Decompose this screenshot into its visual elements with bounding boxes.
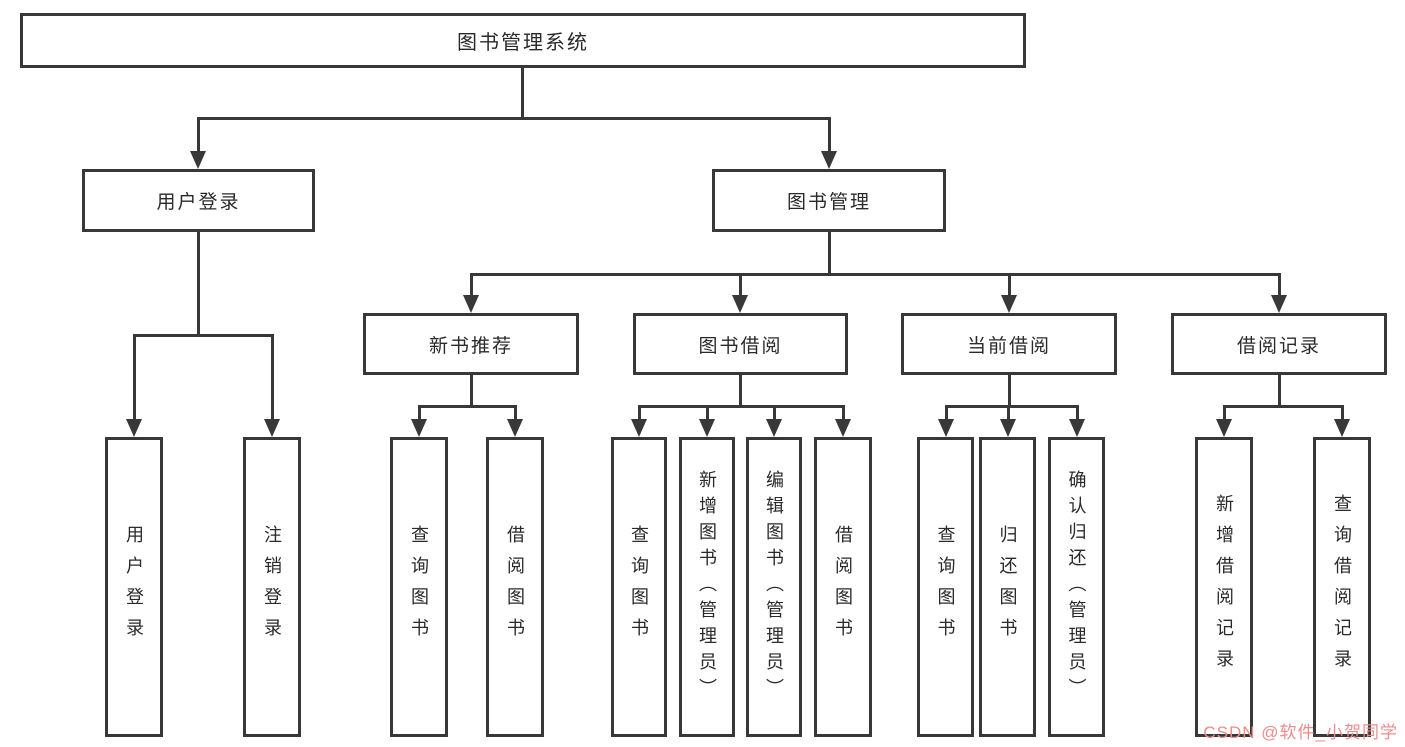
connector-drop-line: [469, 274, 473, 295]
arrow-down-icon: [126, 419, 142, 437]
connector-drop-line: [1006, 406, 1010, 419]
node-root: 图书管理系统: [20, 13, 1026, 68]
connector-drop-line: [841, 406, 845, 419]
node-current-borrow: 当前借阅: [901, 313, 1117, 375]
node-label: 图书借阅: [698, 335, 783, 357]
node-label: 图书管理: [786, 192, 871, 213]
connector-stub: [469, 375, 473, 408]
connector-drop-line: [944, 406, 948, 419]
connector-stub: [1277, 375, 1281, 408]
node-book-borrow: 图书借阅: [633, 313, 848, 375]
connector-drop-line: [772, 406, 776, 419]
node-cb-query-book: 查询图书: [917, 437, 974, 737]
node-rec-query-book: 查询图书: [390, 437, 448, 737]
connector-junction-line: [132, 333, 274, 337]
arrow-down-icon: [264, 419, 280, 437]
node-label: 归还图书: [997, 525, 1018, 649]
node-bb-add-book: 新增图书（管理员）: [679, 437, 735, 737]
connector-drop-line: [705, 406, 709, 419]
arrow-down-icon: [190, 151, 206, 169]
node-borrow-record: 借阅记录: [1171, 313, 1387, 375]
connector-drop-line: [1277, 274, 1281, 295]
arrow-down-icon: [1001, 295, 1017, 313]
node-label: 编辑图书（管理员）: [764, 470, 784, 704]
node-rec-borrow-book: 借阅图书: [486, 437, 544, 737]
connector-stub: [1007, 375, 1011, 408]
connector-stub: [738, 375, 742, 408]
arrow-down-icon: [1000, 419, 1016, 437]
connector-junction-line: [417, 404, 517, 408]
node-book-management: 图书管理: [712, 169, 946, 232]
connector-drop-line: [417, 406, 421, 419]
arrow-down-icon: [699, 419, 715, 437]
connector-stub: [196, 232, 200, 337]
node-label: 借阅记录: [1236, 335, 1321, 357]
arrow-down-icon: [1271, 295, 1287, 313]
node-cb-confirm-ret: 确认归还（管理员）: [1048, 437, 1105, 737]
connector-drop-line: [827, 118, 831, 151]
node-label: 新书推荐: [428, 335, 513, 357]
node-login-user: 用户登录: [105, 437, 163, 737]
arrow-down-icon: [821, 151, 837, 169]
connector-drop-line: [132, 335, 136, 419]
node-cb-return-book: 归还图书: [979, 437, 1036, 737]
node-label: 借阅图书: [505, 525, 525, 649]
node-label: 图书管理系统: [457, 32, 589, 54]
node-label: 查询图书: [935, 525, 956, 649]
node-logout-user: 注销登录: [243, 437, 301, 737]
connector-drop-line: [1075, 406, 1079, 419]
node-bb-borrow-book: 借阅图书: [814, 437, 872, 737]
node-bb-edit-book: 编辑图书（管理员）: [746, 437, 802, 737]
node-label: 查询图书: [409, 525, 429, 649]
arrow-down-icon: [507, 419, 523, 437]
node-label: 注销登录: [262, 525, 282, 649]
node-label: 当前借阅: [966, 335, 1051, 357]
node-label: 用户登录: [156, 192, 241, 213]
connector-drop-line: [1007, 274, 1011, 295]
arrow-down-icon: [766, 419, 782, 437]
arrow-down-icon: [835, 419, 851, 437]
arrow-down-icon: [732, 295, 748, 313]
arrow-down-icon: [1334, 419, 1350, 437]
node-new-book-rec: 新书推荐: [363, 313, 579, 375]
connector-junction-line: [469, 272, 1281, 276]
connector-stub: [827, 232, 831, 276]
node-label: 查询借阅记录: [1332, 494, 1352, 680]
node-br-add-record: 新增借阅记录: [1195, 437, 1253, 737]
connector-drop-line: [196, 118, 200, 151]
arrow-down-icon: [463, 295, 479, 313]
arrow-down-icon: [1069, 419, 1085, 437]
connector-drop-line: [637, 406, 641, 419]
node-br-query-record: 查询借阅记录: [1313, 437, 1371, 737]
connector-drop-line: [270, 335, 274, 419]
node-label: 确认归还（管理员）: [1066, 470, 1087, 704]
connector-drop-line: [738, 274, 742, 295]
connector-drop-line: [1222, 406, 1226, 419]
node-bb-query-book: 查询图书: [611, 437, 667, 737]
connector-drop-line: [513, 406, 517, 419]
connector-junction-line: [944, 404, 1079, 408]
node-label: 借阅图书: [833, 525, 853, 649]
arrow-down-icon: [631, 419, 647, 437]
arrow-down-icon: [938, 419, 954, 437]
node-user-login: 用户登录: [82, 169, 315, 232]
connector-junction-line: [1222, 404, 1344, 408]
node-label: 用户登录: [124, 525, 144, 649]
node-label: 新增借阅记录: [1214, 494, 1234, 680]
connector-junction-line: [637, 404, 845, 408]
node-label: 新增图书（管理员）: [697, 470, 717, 704]
arrow-down-icon: [1216, 419, 1232, 437]
arrow-down-icon: [411, 419, 427, 437]
connector-drop-line: [1340, 406, 1344, 419]
node-label: 查询图书: [629, 525, 649, 649]
connector-junction-line: [196, 116, 831, 120]
connector-stub: [520, 68, 524, 120]
